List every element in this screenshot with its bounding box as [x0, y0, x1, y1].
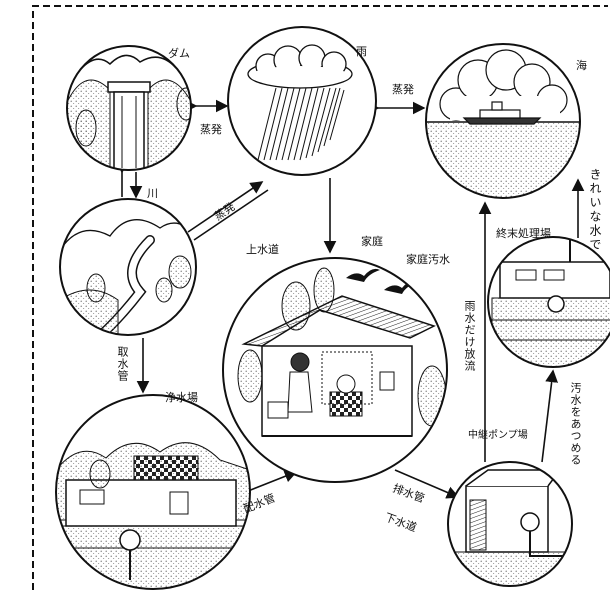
collect-sewage-label: 汚水をあつめる [570, 382, 581, 466]
home-label: 家庭 [361, 236, 383, 248]
pump-icon [548, 296, 564, 312]
sea-label: 海 [576, 60, 587, 72]
tree-icon [90, 460, 110, 488]
clean-water-label: きれいな水で [588, 168, 601, 252]
evaporation-dam-label: 蒸発 [200, 124, 222, 136]
evaporation-sea-label: 蒸発 [392, 84, 414, 96]
treatment-plant-label: 終末処理場 [496, 228, 551, 240]
rain-label: 雨 [356, 46, 367, 58]
relay-pump-label: 中継ポンプ場 [468, 430, 528, 442]
purification-plant-label: 浄水場 [165, 392, 198, 404]
dam-label: ダム [168, 48, 190, 60]
intake-pipe-label: 取水管 [117, 346, 128, 382]
rainwater-discharge-label: 雨水だけ放流 [464, 300, 475, 372]
home-node [223, 258, 447, 482]
wastewater-label: 家庭汚水 [406, 254, 450, 266]
pump-icon [521, 513, 539, 531]
arrow-collect-sewage [542, 371, 553, 462]
water-supply-label: 上水道 [246, 244, 279, 256]
sea-node [426, 44, 580, 203]
river-node [60, 199, 200, 340]
river-label: 川 [147, 188, 158, 200]
dam-node [60, 40, 200, 180]
